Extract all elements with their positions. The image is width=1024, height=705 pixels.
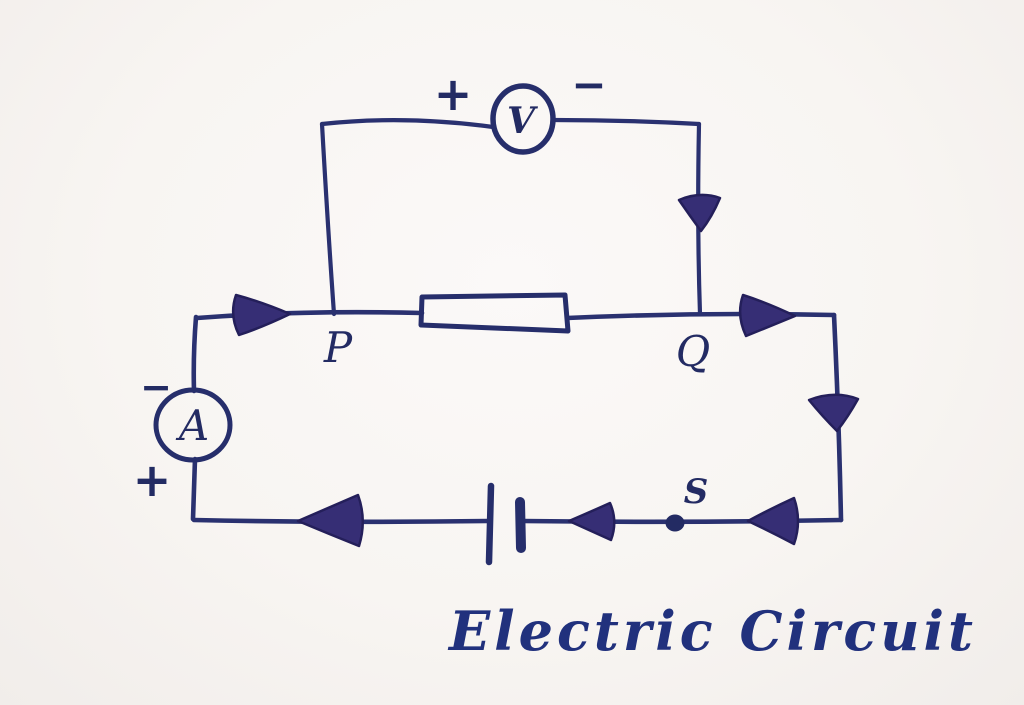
current-arrow-right-icon [231,293,292,337]
voltmeter-icon [490,83,556,155]
main-loop-wires [190,309,844,525]
current-arrow-down-icon [807,393,860,433]
battery [485,482,526,566]
voltmeter-minus-sign: − [571,60,606,109]
resistor-icon [418,292,571,334]
ammeter-minus-sign: − [140,365,172,409]
current-arrows [231,193,860,548]
resistor [418,292,571,334]
switch-dot-icon [665,514,685,532]
current-arrow-left-icon [567,501,616,542]
wire-voltmeter-riser-left [319,121,337,317]
wire-left-vertical-upper [191,314,199,394]
junction-labels: P Q [323,323,710,376]
wire-voltmeter-top-left [319,118,496,130]
switch-label: S [684,472,709,512]
voltmeter-plus-sign: + [434,67,473,121]
voltmeter-label: V [507,100,538,142]
wire-left-vertical-lower [190,456,198,522]
ammeter-plus-sign: + [133,453,172,507]
battery-short-plate-icon [515,497,526,553]
current-arrow-down-icon [677,193,722,233]
diagram-title: Electric Circuit [447,599,977,663]
battery-long-plate-icon [485,482,495,566]
wire-voltmeter-top-right [550,117,702,127]
current-arrow-right-icon [738,293,797,338]
current-arrow-left-icon [296,493,364,548]
voltmeter: V + − [434,60,607,155]
ammeter-label: A [175,401,209,450]
ammeter-icon [153,387,233,463]
voltmeter-branch-wires [319,117,703,317]
point-p-label: P [323,323,353,372]
wire-top-left [194,309,425,321]
point-q-label: Q [676,327,710,376]
current-arrow-left-icon [746,496,800,546]
ammeter: A − + [133,365,233,507]
switch: S [665,472,709,532]
